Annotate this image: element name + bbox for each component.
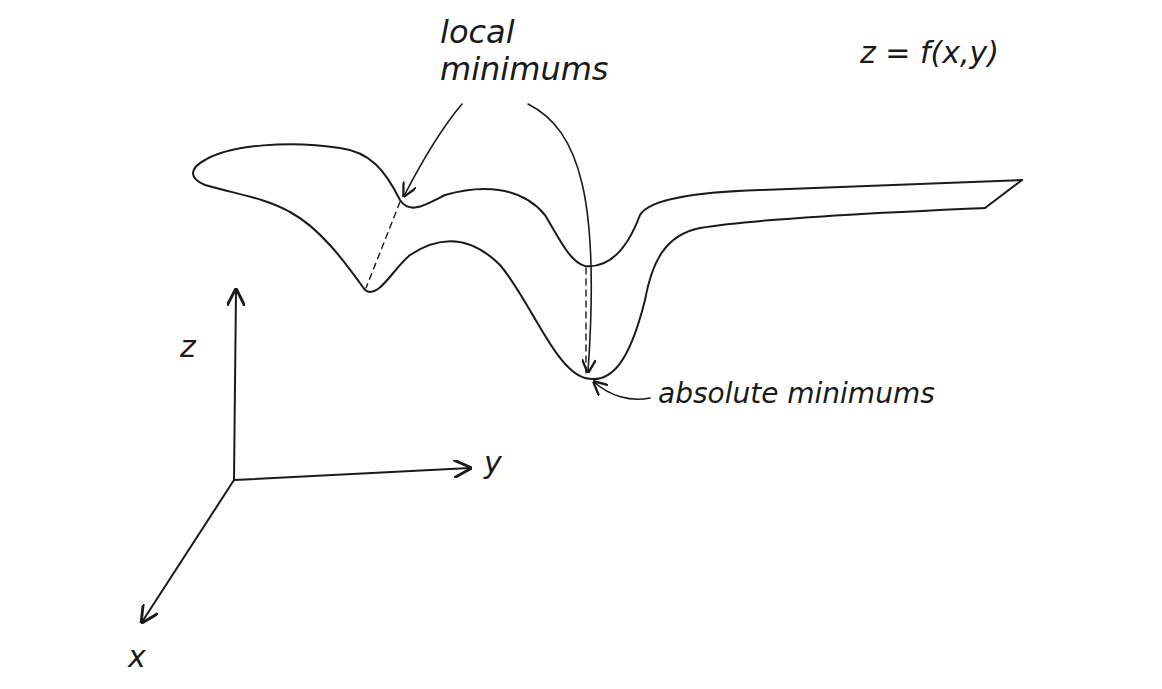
axis-label: x [128,640,146,675]
axis-label: y [484,446,502,481]
depth-line [366,202,400,288]
leader-line [528,104,591,372]
depth-line [585,268,586,374]
axis-label: z [180,330,196,365]
callout-label: local minimums [440,14,610,88]
z-axis [234,290,236,480]
surface-left-end [193,160,290,212]
callout-label: absolute minimums [658,378,935,410]
surface-back-edge [205,144,1022,266]
surface-front-edge [290,208,985,379]
leader-line [404,104,462,196]
leader-line [594,382,650,399]
y-axis [234,468,470,480]
surface-right-end [985,180,1022,208]
function-label: z = f(x,y) [860,36,999,71]
x-axis [142,480,234,622]
